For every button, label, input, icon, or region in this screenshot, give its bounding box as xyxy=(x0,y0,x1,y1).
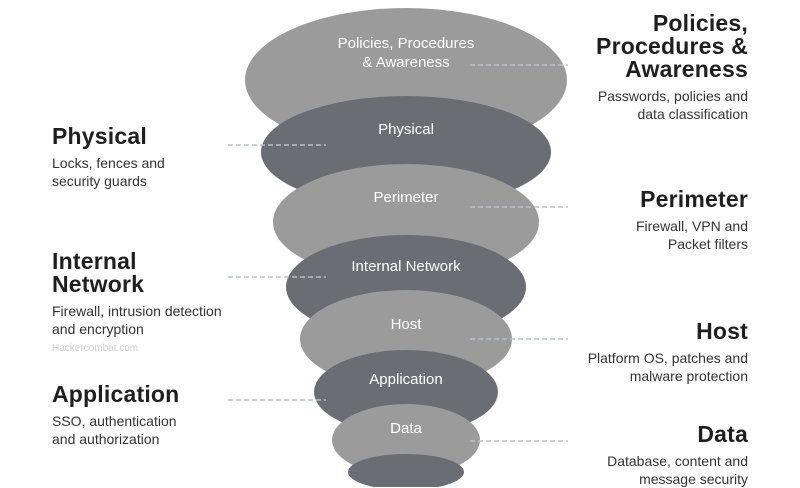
ring-label-policies: Policies, Procedures xyxy=(338,35,475,52)
ring-label-host: Host xyxy=(391,316,423,333)
layer-data xyxy=(332,404,480,476)
callout-application-title: Application xyxy=(52,381,180,407)
ring-label-data: Data xyxy=(390,420,422,437)
ring-label-perimeter: Perimeter xyxy=(373,189,438,206)
ring-label-application: Application xyxy=(369,371,442,388)
callout-policies: Policies,Procedures &Awareness Passwords… xyxy=(596,12,748,123)
watermark: Hackercombat.com xyxy=(52,343,139,354)
callout-physical-title: Physical xyxy=(52,123,147,149)
callout-policies-title: Policies,Procedures &Awareness xyxy=(596,10,748,82)
ring-label-physical: Physical xyxy=(378,121,434,138)
callout-host-title: Host xyxy=(696,318,748,344)
callout-perimeter-title: Perimeter xyxy=(640,186,748,212)
layer-core xyxy=(348,454,464,487)
ring-label-policies: & Awareness xyxy=(362,54,449,71)
callout-data-title: Data xyxy=(697,421,748,447)
ring-label-internal-network: Internal Network xyxy=(351,258,461,275)
